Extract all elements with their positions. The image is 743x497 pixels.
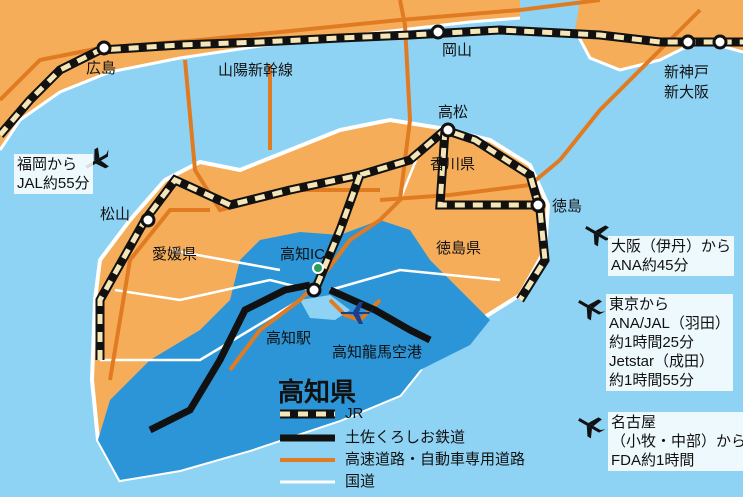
label-hiroshima: 広島	[86, 60, 117, 77]
tosa-railway	[148, 281, 432, 434]
flight-fukuoka: 福岡から JAL約55分	[14, 154, 93, 194]
label-takamatsu: 高松	[438, 104, 469, 121]
label-matsuyama: 松山	[100, 206, 131, 223]
plane-icon	[585, 225, 613, 247]
label-kagawa: 香川県	[430, 156, 476, 173]
flight-line: 福岡から	[17, 156, 78, 173]
flight-line: FDA約1時間	[611, 452, 695, 469]
label-ehime: 愛媛県	[152, 246, 198, 263]
legend-national: 国道	[345, 473, 376, 490]
label-tokushima-pref: 徳島県	[436, 240, 482, 257]
label-sanyo-shinkansen: 山陽新幹線	[218, 62, 294, 79]
label-airport: 高知龍馬空港	[332, 344, 423, 361]
plane-icon	[578, 299, 606, 321]
station-icons	[96, 24, 728, 298]
legend-jr: JR	[345, 405, 364, 422]
label-okayama: 岡山	[442, 42, 473, 59]
flight-tokyo: 東京から ANA/JAL（羽田） 約1時間25分 Jetstar（成田） 約1時…	[606, 294, 733, 391]
station-icon	[440, 122, 456, 138]
plane-icon	[578, 417, 606, 439]
legend-swatches	[280, 409, 335, 484]
station-icon	[306, 282, 322, 298]
map-title: 高知県	[278, 377, 357, 407]
station-icon	[530, 197, 546, 213]
legend-highway: 高速道路・自動車専用道路	[345, 451, 526, 468]
highways	[0, 0, 702, 381]
label-tokushima: 徳島	[552, 198, 583, 215]
airport-plane-icon	[341, 302, 373, 324]
station-icon	[712, 34, 728, 50]
label-shinosaka: 新大阪	[664, 84, 710, 101]
station-icon	[680, 34, 696, 50]
station-icon	[96, 40, 112, 56]
flight-line: （小牧・中部）から	[611, 433, 743, 450]
kochi-prefecture	[98, 220, 490, 480]
flight-line: JAL約55分	[17, 175, 90, 192]
kochi-inner-bay	[300, 295, 350, 320]
kochi-ic-marker	[312, 262, 324, 274]
flight-line: Jetstar（成田）	[609, 353, 715, 370]
flight-osaka: 大阪（伊丹）から ANA約45分	[608, 236, 735, 276]
station-icon	[430, 24, 446, 40]
station-icon	[140, 212, 156, 228]
honshu-land-east	[575, 0, 743, 70]
flight-line: 大阪（伊丹）から	[611, 238, 732, 255]
label-shinkobe: 新神戸	[664, 64, 710, 81]
flight-line: 名古屋	[611, 414, 657, 431]
flight-line: 約1時間55分	[609, 372, 695, 389]
legend-tosa: 土佐くろしお鉄道	[345, 429, 466, 446]
label-kochi-ic: 高知IC	[280, 246, 326, 263]
label-kochi-station: 高知駅	[266, 330, 312, 347]
flight-line: 約1時間25分	[609, 334, 695, 351]
honshu-land	[0, 0, 520, 150]
flight-line: ANA/JAL（羽田）	[609, 315, 730, 332]
flight-line: ANA約45分	[611, 257, 689, 274]
flight-line: 東京から	[609, 296, 670, 313]
flight-nagoya: 名古屋 （小牧・中部）から FDA約1時間	[608, 412, 743, 471]
